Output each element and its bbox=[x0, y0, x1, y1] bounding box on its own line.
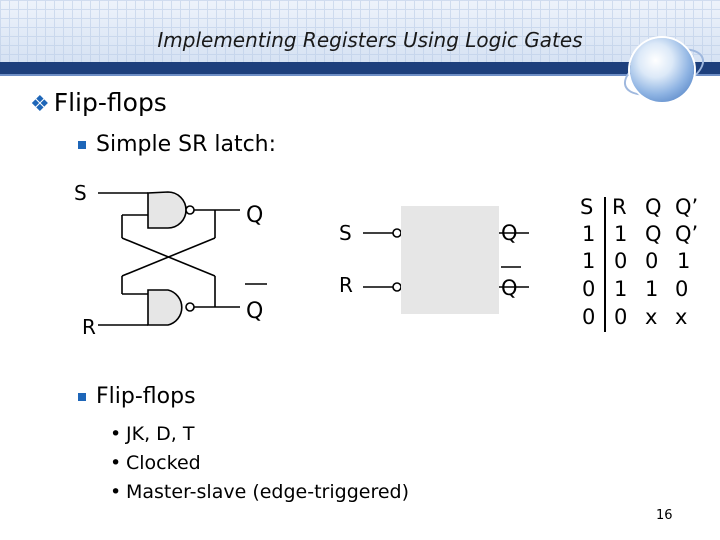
globe-icon bbox=[630, 38, 694, 102]
block-bubble-s bbox=[392, 228, 402, 238]
label-qbar: Q bbox=[246, 299, 263, 324]
tt-cell: 1 bbox=[582, 222, 596, 246]
tt-header-qprime: Q’ bbox=[675, 195, 699, 219]
nand-gate-top bbox=[147, 191, 187, 229]
wire-cross-2 bbox=[121, 237, 216, 277]
sr-block-diagram: S R Q Q bbox=[339, 206, 529, 314]
dot-bullet-icon: • bbox=[110, 481, 122, 503]
square-bullet-icon bbox=[78, 393, 86, 401]
block-body bbox=[401, 206, 499, 314]
list-item: •JK, D, T bbox=[110, 423, 194, 445]
tt-header-q: Q bbox=[645, 195, 662, 219]
tt-cell: 0 bbox=[582, 277, 596, 301]
nand-gate-bottom bbox=[147, 289, 183, 326]
bullet-text: Flip-flops bbox=[96, 384, 196, 409]
square-bullet-icon bbox=[78, 141, 86, 149]
tt-cell: 1 bbox=[614, 222, 628, 246]
block-bubble-r bbox=[392, 282, 402, 292]
inverter-bubble-bottom bbox=[185, 302, 195, 312]
bullet-text: Simple SR latch: bbox=[96, 132, 277, 157]
heading-flip-flops: ❖Flip-flops bbox=[30, 88, 167, 117]
list-item-text: JK, D, T bbox=[126, 423, 195, 445]
sr-latch-diagram: S R Q Q bbox=[74, 181, 267, 339]
label-r: R bbox=[82, 315, 96, 339]
header-rule bbox=[0, 62, 720, 74]
tt-cell: 0 bbox=[582, 305, 596, 329]
tt-cell: 1 bbox=[582, 249, 596, 273]
tt-header-s: S bbox=[580, 195, 594, 219]
header-rule-light bbox=[0, 74, 720, 76]
tt-cell: 0 bbox=[645, 249, 659, 273]
heading-text: Flip-flops bbox=[53, 88, 167, 117]
label-q: Q bbox=[246, 203, 263, 228]
tt-header-r: R bbox=[612, 195, 627, 219]
block-label-q: Q bbox=[501, 221, 518, 245]
block-label-qbar: Q bbox=[501, 276, 518, 300]
tt-divider bbox=[604, 197, 606, 332]
tt-cell: x bbox=[675, 305, 688, 329]
dot-bullet-icon: • bbox=[110, 423, 122, 445]
page-number: 16 bbox=[656, 508, 673, 523]
tt-cell: Q’ bbox=[675, 222, 699, 246]
block-label-r: R bbox=[339, 273, 353, 297]
tt-cell: 1 bbox=[677, 249, 691, 273]
tt-cell: x bbox=[645, 305, 658, 329]
list-item-text: Master-slave (edge-triggered) bbox=[126, 481, 409, 503]
dot-bullet-icon: • bbox=[110, 452, 122, 474]
tt-cell: 0 bbox=[614, 249, 628, 273]
tt-cell: 0 bbox=[614, 305, 628, 329]
bullet-flip-flops: Flip-flops bbox=[78, 384, 196, 409]
tt-cell: 1 bbox=[645, 277, 659, 301]
inverter-bubble-top bbox=[185, 205, 195, 215]
label-s: S bbox=[74, 181, 87, 205]
block-label-s: S bbox=[339, 221, 352, 245]
tt-cell: 0 bbox=[675, 277, 689, 301]
header-banner: Implementing Registers Using Logic Gates bbox=[0, 0, 720, 62]
diamond-bullet-icon: ❖ bbox=[30, 92, 50, 117]
banner-grid bbox=[0, 0, 720, 62]
list-item-text: Clocked bbox=[126, 452, 201, 474]
bullet-sr-latch: Simple SR latch: bbox=[78, 132, 276, 157]
list-item: •Clocked bbox=[110, 452, 201, 474]
list-item: •Master-slave (edge-triggered) bbox=[110, 481, 409, 503]
tt-cell: Q bbox=[645, 222, 662, 246]
slide-title: Implementing Registers Using Logic Gates bbox=[157, 28, 583, 52]
tt-cell: 1 bbox=[614, 277, 628, 301]
